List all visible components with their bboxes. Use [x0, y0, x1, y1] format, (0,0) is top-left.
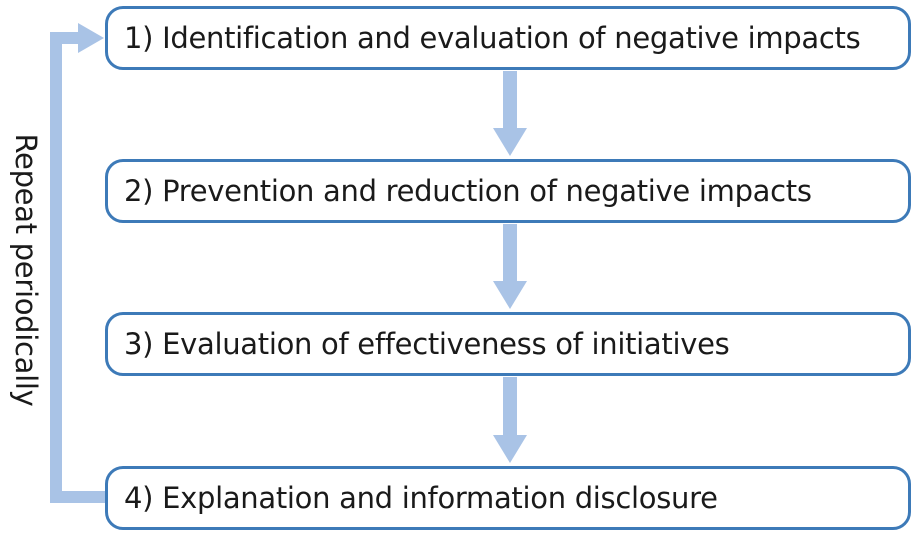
arrow-step1-to-step2	[493, 71, 527, 156]
step-4-box: 4) Explanation and information disclosur…	[105, 466, 911, 530]
arrow-step2-to-step3	[493, 224, 527, 309]
loop-back-connector	[50, 32, 105, 503]
step-1-box: 1) Identification and evaluation of nega…	[105, 6, 911, 70]
step-1-label: 1) Identification and evaluation of nega…	[124, 21, 861, 55]
step-3-box: 3) Evaluation of effectiveness of initia…	[105, 312, 911, 376]
repeat-periodically-label: Repeat periodically	[9, 133, 43, 407]
step-4-label: 4) Explanation and information disclosur…	[124, 481, 718, 515]
step-3-label: 3) Evaluation of effectiveness of initia…	[124, 327, 730, 361]
step-2-label: 2) Prevention and reduction of negative …	[124, 174, 812, 208]
step-2-box: 2) Prevention and reduction of negative …	[105, 159, 911, 223]
loop-back-arrowhead	[78, 23, 104, 53]
arrow-step3-to-step4	[493, 377, 527, 463]
